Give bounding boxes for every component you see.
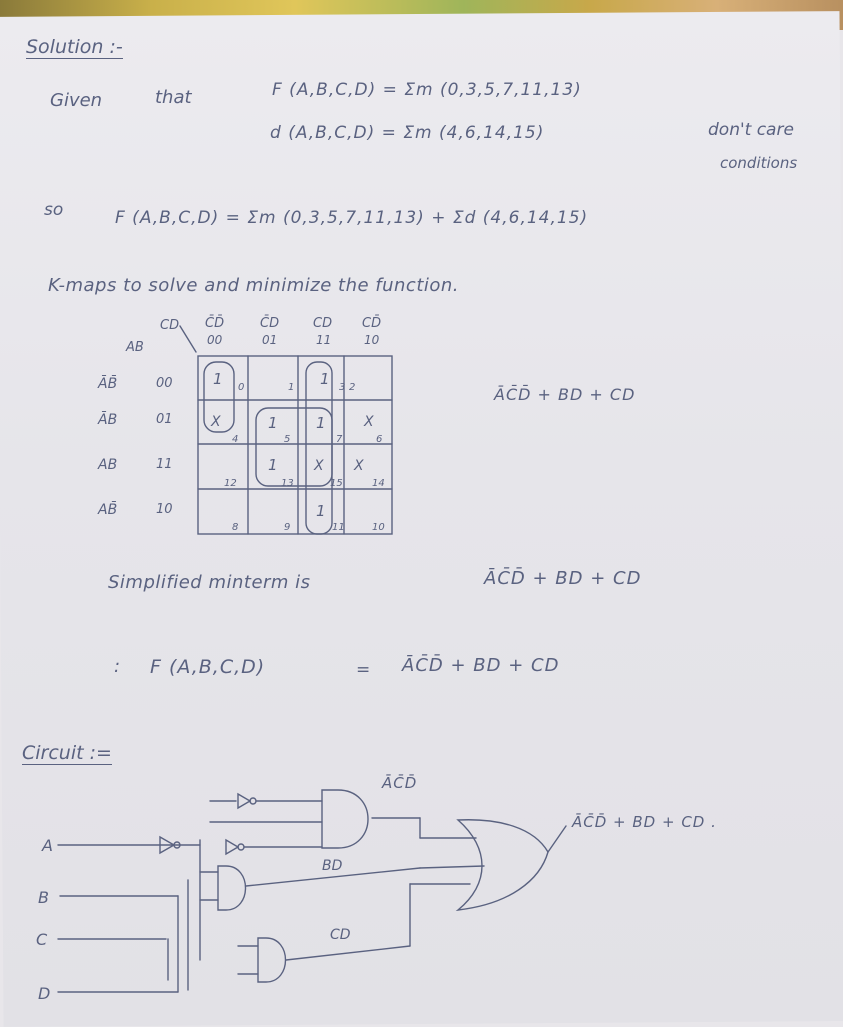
kmap-cell-value: X (314, 458, 324, 474)
kmap-corner-cd: CD (160, 318, 180, 333)
kmap-cell-value: 1 (320, 370, 330, 388)
kmap-cell-value: 1 (316, 502, 326, 520)
simplified-expression: ĀC̄D̄ + BD + CD (484, 568, 642, 589)
kmap-cell-index: 2 (349, 382, 356, 393)
kmap-cell-value: X (211, 414, 221, 430)
not-gate-a (159, 835, 176, 855)
kmap-grid (197, 355, 393, 535)
kmap-cell-index: 5 (284, 434, 291, 445)
kmap-result: ĀC̄D̄ + BD + CD (494, 385, 636, 404)
kmap-group-cd (305, 361, 333, 535)
kmap-row-code: 11 (156, 457, 173, 472)
solution-heading: Solution :- (26, 36, 123, 59)
kmap-cell-index: 3 (339, 382, 346, 393)
kmap-group-acd (203, 361, 235, 433)
f-expression: F (A,B,C,D) = Σm (0,3,5,7,11,13) (272, 80, 582, 100)
so-expression: F (A,B,C,D) = Σm (0,3,5,7,11,13) + Σd (4… (115, 208, 589, 228)
and2-label: BD (322, 858, 343, 874)
d-expression: d (A,B,C,D) = Σm (4,6,14,15) (270, 123, 545, 143)
final-lhs: F (A,B,C,D) (150, 656, 266, 678)
final-rhs: ĀC̄D̄ + BD + CD (402, 655, 560, 676)
input-label-b: B (38, 888, 49, 907)
kmap-row-header: AB̄ (98, 502, 118, 518)
kmap-cell-value: X (364, 414, 374, 430)
dont-care-label: don't care (708, 120, 794, 140)
conditions-label: conditions (720, 154, 798, 172)
kmap-row-code: 00 (156, 376, 173, 391)
and-gate-2 (217, 865, 247, 911)
kmap-cell-index: 6 (376, 434, 383, 445)
kmap-cell-value: 1 (268, 414, 278, 432)
kmap-cell-index: 7 (336, 434, 343, 445)
kmap-group-bd (255, 407, 333, 487)
not-gate-d (225, 838, 240, 856)
kmap-cell-index: 15 (330, 478, 343, 489)
output-wire (547, 825, 567, 853)
circuit-heading: Circuit := (22, 742, 112, 765)
and-gate-3 (257, 937, 287, 983)
kmap-cell-value: 1 (268, 456, 278, 474)
kmap-col-code: 01 (262, 333, 278, 347)
kmap-cell-index: 1 (288, 382, 295, 393)
simplified-label: Simplified minterm is (108, 572, 311, 593)
kmap-cell-index: 0 (238, 382, 245, 393)
kmap-cell-value: 1 (213, 370, 223, 388)
kmap-row-header: AB (98, 457, 118, 473)
kmap-row-code: 10 (156, 502, 173, 517)
not-gate-c (237, 792, 252, 810)
kmap-corner-diagonal (179, 325, 197, 353)
kmap-col-code: 10 (364, 333, 380, 347)
given-label: Given (50, 90, 103, 111)
kmap-col-header: C̄D (260, 316, 280, 331)
kmap-cell-index: 13 (281, 478, 294, 489)
therefore-symbol: : (114, 656, 121, 677)
kmap-cell-index: 14 (372, 478, 385, 489)
kmap-cell-index: 11 (332, 522, 345, 533)
kmap-cell-index: 9 (284, 522, 291, 533)
kmap-col-header: CD̄ (362, 316, 382, 331)
and-gate-1 (321, 789, 369, 849)
and1-label: ĀC̄D̄ (382, 774, 418, 792)
kmap-cell-index: 4 (232, 434, 239, 445)
final-equals: = (356, 660, 371, 680)
kmap-row-code: 01 (156, 412, 173, 427)
and3-label: CD (330, 927, 351, 943)
input-label-a: A (42, 836, 53, 855)
kmap-cell-index: 10 (372, 522, 385, 533)
so-label: so (44, 200, 64, 220)
that-label: that (155, 87, 192, 108)
or-gate (455, 819, 549, 911)
kmap-cell-index: 12 (224, 478, 237, 489)
kmap-col-code: 00 (207, 333, 223, 347)
input-label-c: C (36, 930, 48, 949)
kmap-row-header: ĀB (98, 412, 118, 428)
kmap-col-header: C̄D̄ (205, 316, 225, 331)
kmap-corner-ab: AB (126, 340, 144, 355)
kmap-cell-value: X (354, 458, 364, 474)
kmap-col-code: 11 (316, 333, 332, 347)
kmap-cell-value: 1 (316, 414, 326, 432)
kmap-intro: K-maps to solve and minimize the functio… (48, 275, 460, 296)
kmap-col-header: CD (313, 316, 333, 331)
kmap-row-header: ĀB̄ (98, 376, 118, 392)
input-label-d: D (38, 984, 51, 1003)
output-label: ĀC̄D̄ + BD + CD . (572, 813, 717, 831)
kmap-cell-index: 8 (232, 522, 239, 533)
